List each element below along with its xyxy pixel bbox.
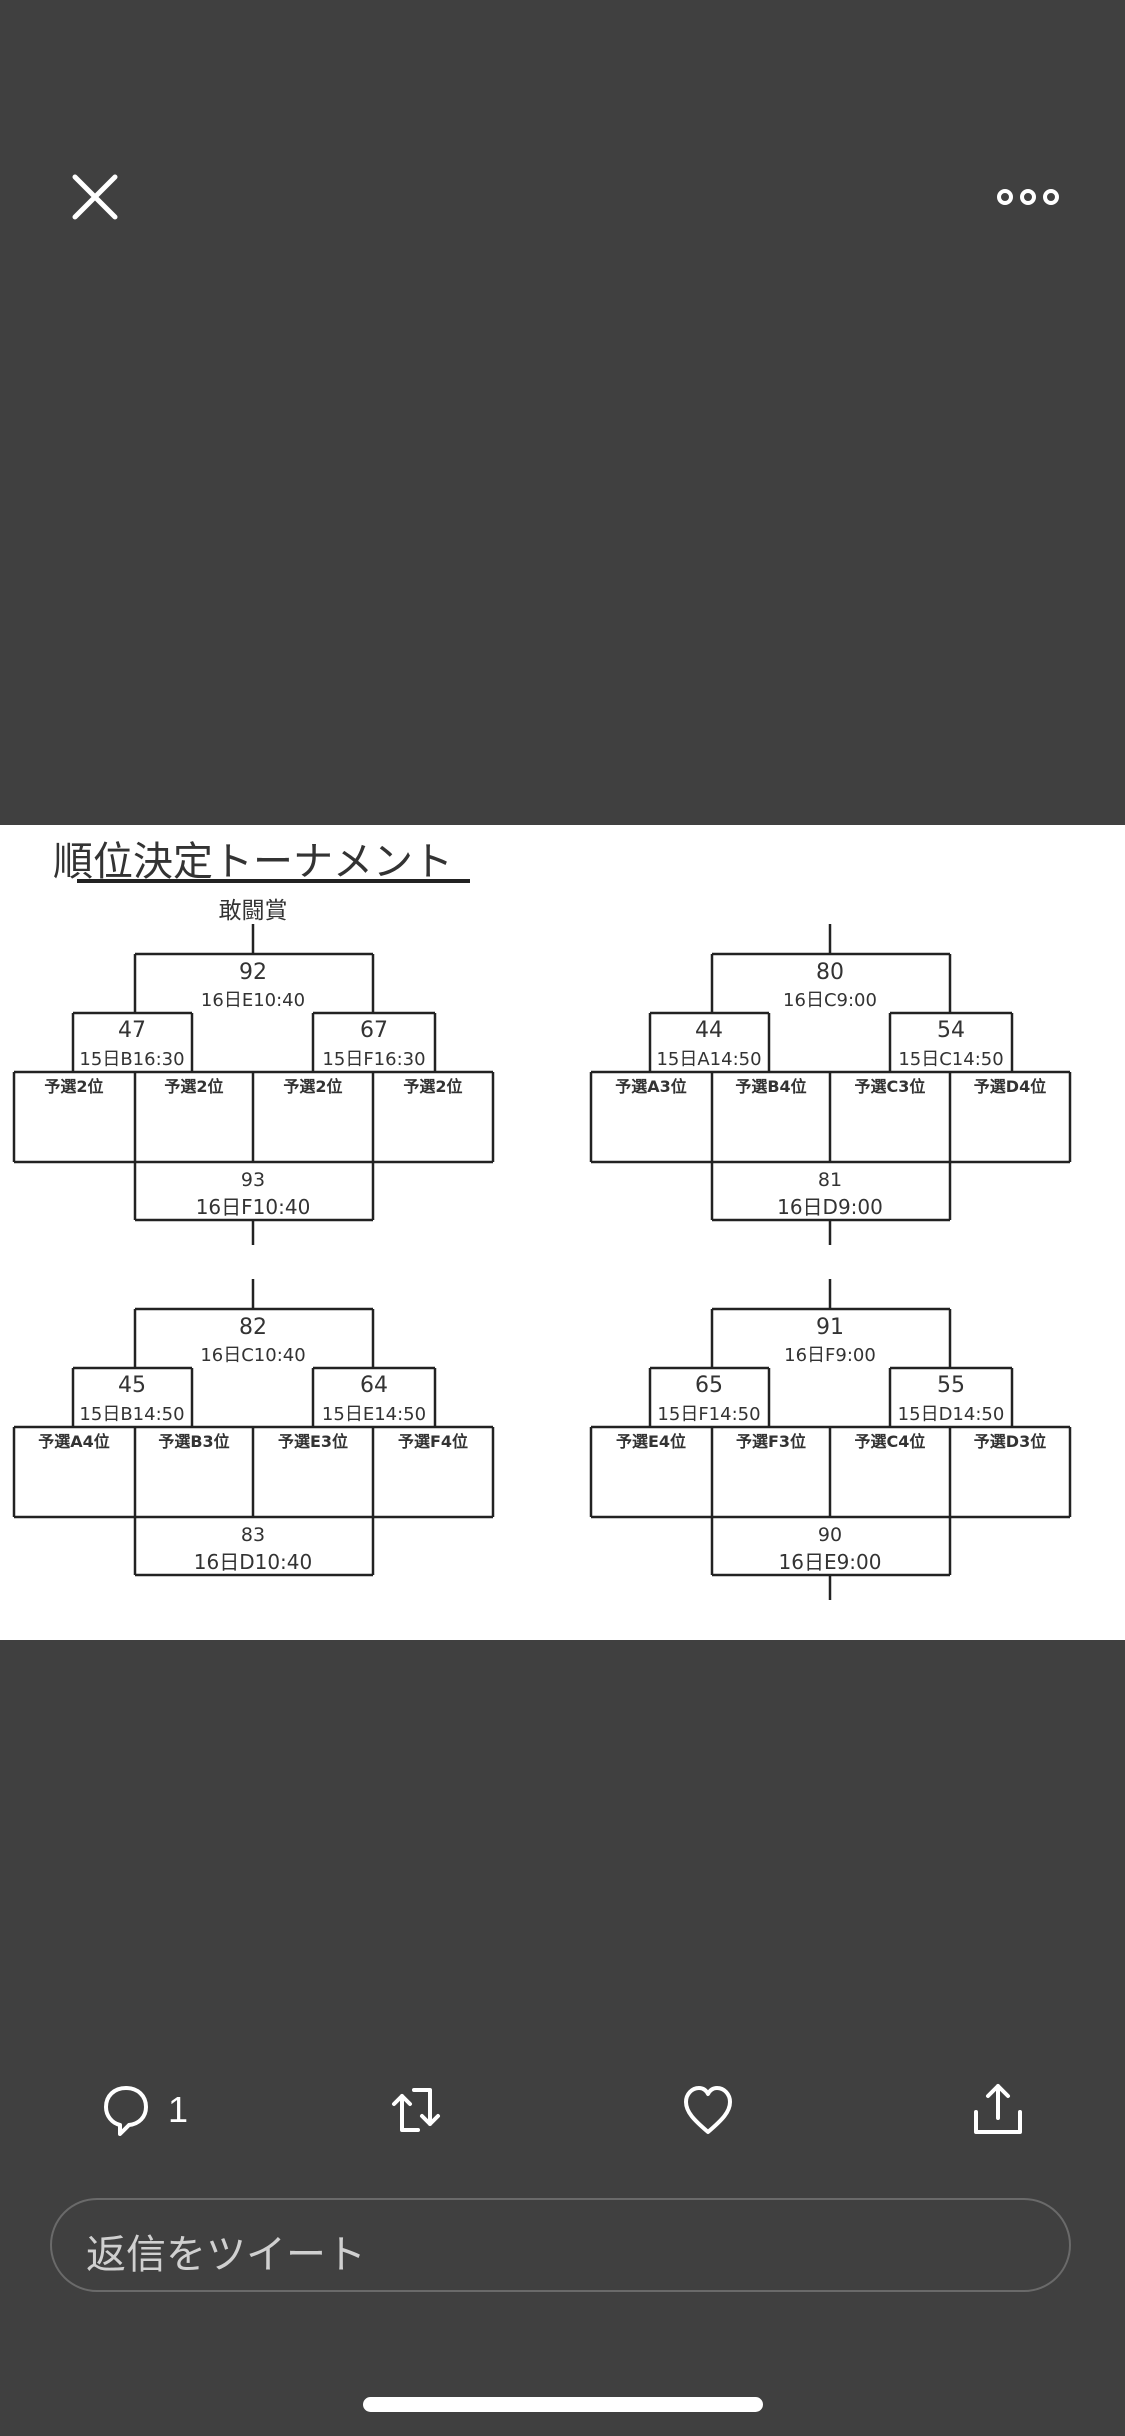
retweet-button[interactable]	[388, 2080, 444, 2140]
semi-match-time: 15日B14:50	[79, 1404, 184, 1425]
award-label: 敢闘賞	[219, 898, 288, 924]
seed-slot-label: 予選D3位	[974, 1432, 1046, 1451]
reply-input[interactable]: 返信をツイート	[50, 2198, 1071, 2292]
semi-match-number: 44	[695, 1018, 723, 1043]
semi-match-number: 64	[360, 1373, 388, 1398]
retweet-icon	[392, 2088, 440, 2132]
close-icon[interactable]	[70, 172, 120, 222]
semi-match-time: 15日B16:30	[79, 1049, 184, 1070]
seed-slot-label: 予選2位	[403, 1077, 462, 1096]
consolation-match-time: 16日D9:00	[777, 1195, 883, 1219]
seed-slot-label: 予選A4位	[38, 1432, 110, 1451]
semi-match-number: 65	[695, 1373, 723, 1398]
seed-slot-label: 予選E4位	[616, 1432, 686, 1451]
semi-match-number: 47	[118, 1018, 146, 1043]
final-match-number: 82	[239, 1315, 267, 1340]
bracket-title: 順位決定トーナメント	[53, 839, 453, 885]
seed-slot-label: 予選2位	[164, 1077, 223, 1096]
consolation-match-time: 16日E9:00	[779, 1550, 882, 1574]
more-options-icon[interactable]	[995, 182, 1061, 212]
semi-match-number: 67	[360, 1018, 388, 1043]
semi-match-time: 15日E14:50	[322, 1404, 426, 1425]
seed-slot-label: 予選C3位	[855, 1077, 926, 1096]
seed-slot-label: 予選E3位	[278, 1432, 348, 1451]
final-match-time: 16日F9:00	[784, 1345, 876, 1366]
final-match-time: 16日E10:40	[201, 990, 305, 1011]
semi-match-time: 15日F16:30	[322, 1049, 425, 1070]
share-icon	[974, 2084, 1022, 2134]
semi-match-time: 15日F14:50	[657, 1404, 760, 1425]
seed-slot-label: 予選2位	[283, 1077, 342, 1096]
tournament-bracket: 順位決定トーナメント 敢闘賞 92 16日E10:40 47 15日B16:30 67 1…	[12, 839, 1072, 1600]
consolation-match-number: 81	[818, 1169, 842, 1191]
tweet-image[interactable]: 順位決定トーナメント 敢闘賞 92 16日E10:40 47 15日B16:30 67 1…	[0, 825, 1125, 1640]
reply-placeholder: 返信をツイート	[86, 2232, 366, 2278]
final-match-time: 16日C10:40	[200, 1345, 305, 1366]
seed-slot-label: 予選D4位	[974, 1077, 1046, 1096]
seed-slot-label: 予選F3位	[736, 1432, 806, 1451]
semi-match-time: 15日D14:50	[898, 1404, 1005, 1425]
like-icon	[684, 2086, 732, 2134]
seed-slot-label: 予選B4位	[735, 1077, 806, 1096]
reply-button[interactable]: 1	[98, 2080, 188, 2140]
comment-icon	[104, 2086, 148, 2136]
share-button[interactable]	[970, 2080, 1026, 2140]
reply-count: 1	[168, 2089, 189, 2130]
final-match-number: 92	[239, 960, 267, 985]
consolation-match-time: 16日D10:40	[194, 1550, 313, 1574]
seed-slot-label: 予選C4位	[855, 1432, 926, 1451]
semi-match-time: 15日C14:50	[898, 1049, 1003, 1070]
seed-slot-label: 予選2位	[44, 1077, 103, 1096]
final-match-number: 91	[816, 1315, 844, 1340]
consolation-match-number: 83	[241, 1524, 265, 1546]
semi-match-number: 45	[118, 1373, 146, 1398]
consolation-match-number: 90	[818, 1524, 842, 1546]
semi-match-time: 15日A14:50	[656, 1049, 761, 1070]
consolation-match-number: 93	[241, 1169, 265, 1191]
seed-slot-label: 予選A3位	[615, 1077, 687, 1096]
consolation-match-time: 16日F10:40	[196, 1195, 311, 1219]
seed-slot-label: 予選B3位	[158, 1432, 229, 1451]
like-button[interactable]	[680, 2080, 736, 2140]
seed-slot-label: 予選F4位	[398, 1432, 468, 1451]
final-match-time: 16日C9:00	[783, 990, 877, 1011]
home-indicator[interactable]	[363, 2397, 763, 2412]
semi-match-number: 55	[937, 1373, 965, 1398]
semi-match-number: 54	[937, 1018, 965, 1043]
final-match-number: 80	[816, 960, 844, 985]
